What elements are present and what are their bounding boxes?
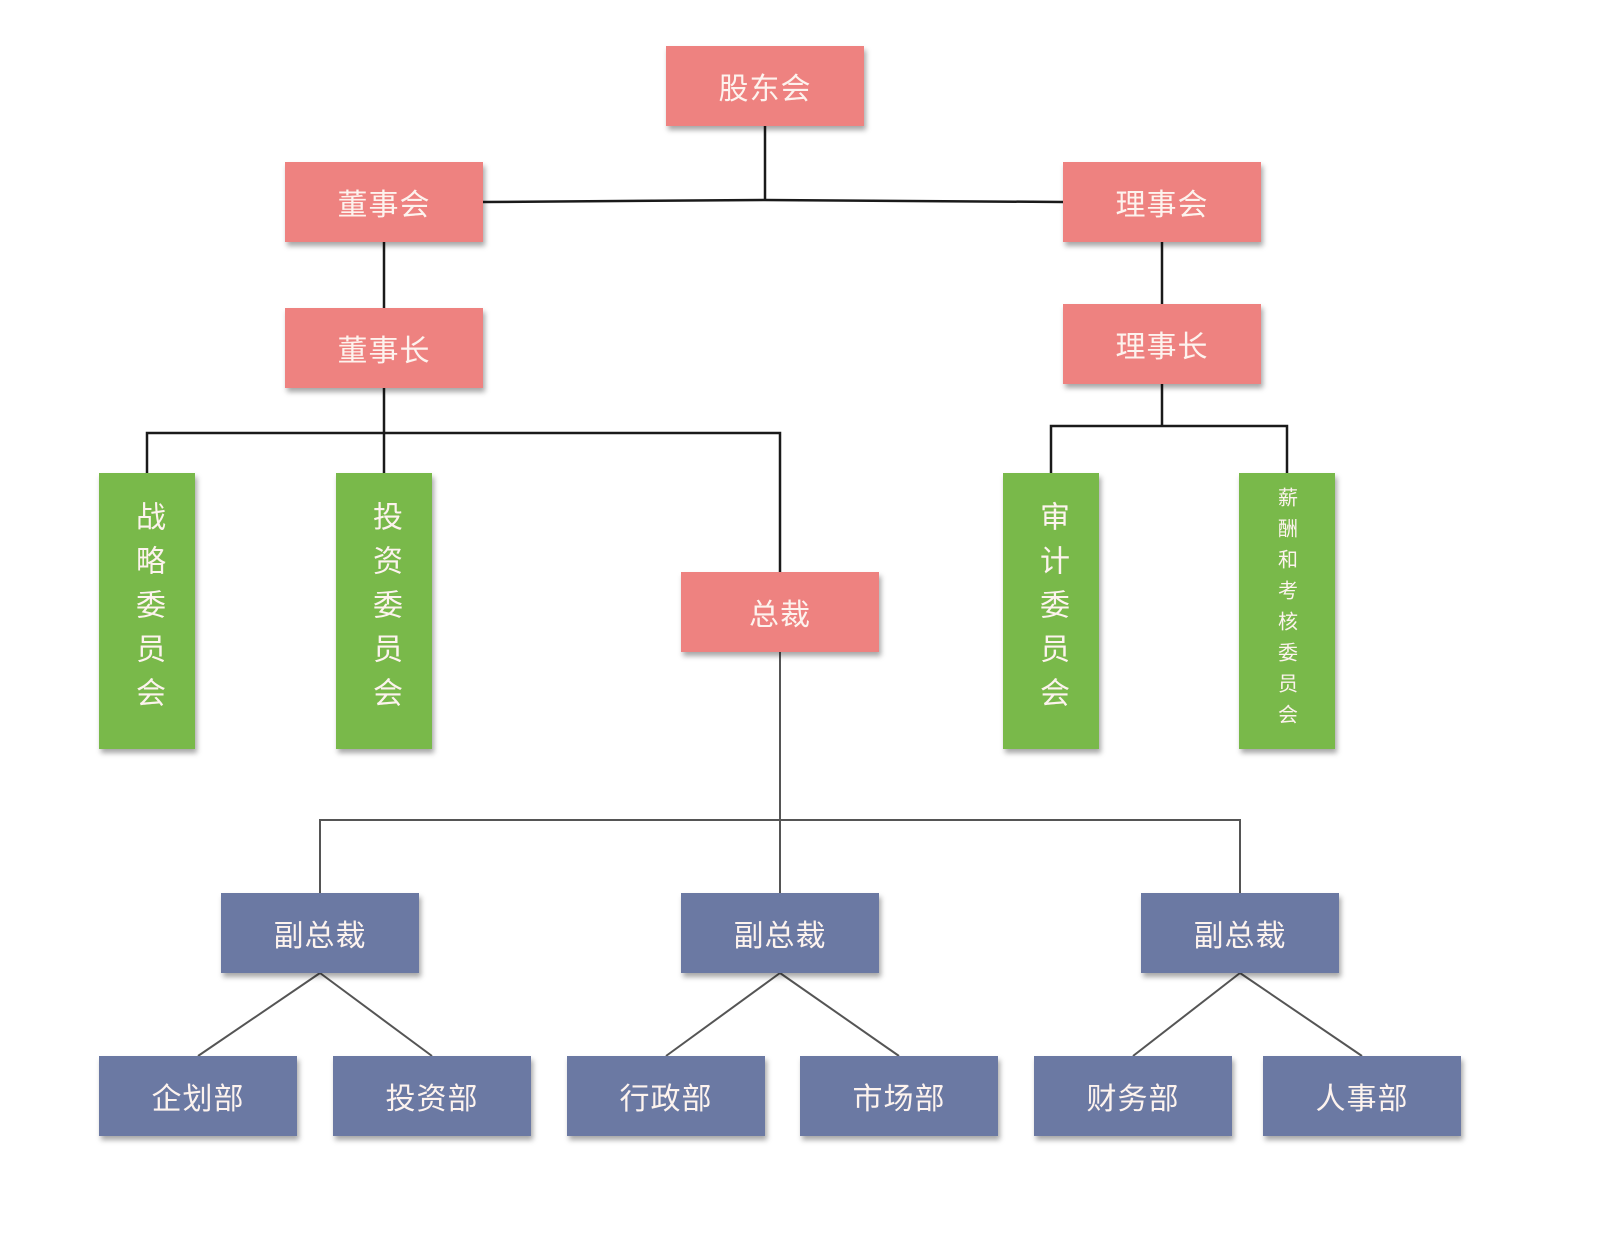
- node-admin-dept: 行政部: [567, 1056, 765, 1136]
- node-label: 行政部: [619, 1082, 713, 1117]
- node-president: 总裁: [681, 572, 879, 652]
- edge-vp3-depts: [1132, 972, 1363, 1057]
- node-label: 董事长: [337, 334, 431, 369]
- node-label: 审计委员会: [1034, 501, 1069, 721]
- node-strategy-committee: 战略委员会: [99, 473, 195, 749]
- edge-vp2-depts: [665, 972, 900, 1057]
- node-label: 副总裁: [733, 919, 827, 954]
- node-shareholders: 股东会: [666, 46, 864, 126]
- node-council-chair: 理事长: [1063, 304, 1261, 384]
- node-compensation-committee: 薪酬和考核委员会: [1239, 473, 1335, 749]
- node-council: 理事会: [1063, 162, 1261, 242]
- node-label: 投资委员会: [367, 501, 402, 721]
- node-label: 股东会: [718, 72, 812, 107]
- node-label: 副总裁: [1193, 919, 1287, 954]
- edge-board-council-bar: [482, 198, 1064, 204]
- node-label: 市场部: [852, 1082, 946, 1117]
- node-label: 人事部: [1315, 1082, 1409, 1117]
- node-vp-2: 副总裁: [681, 893, 879, 973]
- node-marketing-dept: 市场部: [800, 1056, 998, 1136]
- node-vp-3: 副总裁: [1141, 893, 1339, 973]
- node-label: 总裁: [749, 598, 811, 633]
- node-chairman: 董事长: [285, 308, 483, 388]
- node-label: 董事会: [337, 188, 431, 223]
- edge-president-vps: [319, 652, 1241, 893]
- node-planning-dept: 企划部: [99, 1056, 297, 1136]
- node-label: 薪酬和考核委员会: [1274, 487, 1299, 735]
- node-audit-committee: 审计委员会: [1003, 473, 1099, 749]
- node-label: 理事会: [1115, 188, 1209, 223]
- node-label: 企划部: [151, 1082, 245, 1117]
- edge-chairman-committees: [145, 388, 782, 572]
- edge-councilchair-committees: [1049, 384, 1289, 474]
- node-label: 理事长: [1115, 330, 1209, 365]
- node-investment-committee: 投资委员会: [336, 473, 432, 749]
- node-label: 投资部: [385, 1082, 479, 1117]
- node-vp-1: 副总裁: [221, 893, 419, 973]
- node-label: 战略委员会: [130, 501, 165, 721]
- node-label: 财务部: [1086, 1082, 1180, 1117]
- node-label: 副总裁: [273, 919, 367, 954]
- node-hr-dept: 人事部: [1263, 1056, 1461, 1136]
- node-board: 董事会: [285, 162, 483, 242]
- node-investment-dept: 投资部: [333, 1056, 531, 1136]
- edge-vp1-depts: [197, 972, 433, 1057]
- node-finance-dept: 财务部: [1034, 1056, 1232, 1136]
